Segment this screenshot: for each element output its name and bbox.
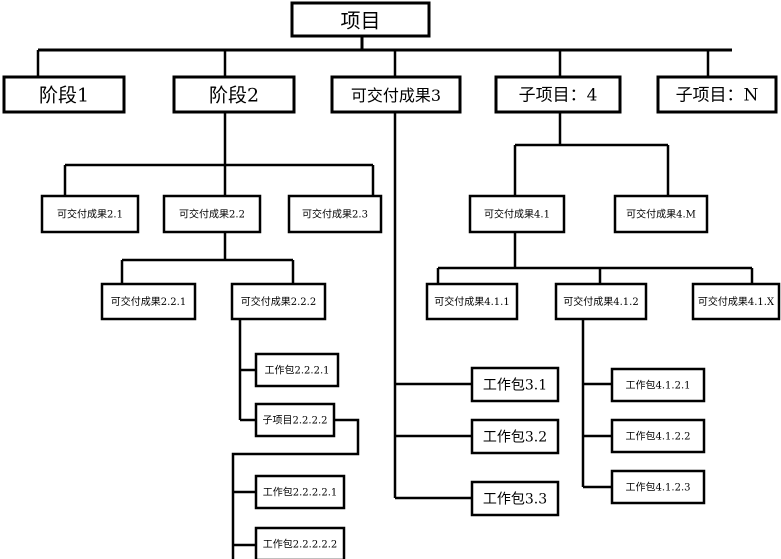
workpackage-2-2-2-2-1-label: 工作包2.2.2.2.1 <box>263 486 338 499</box>
deliverable-2-2-2-label: 可交付成果2.2.2 <box>241 295 316 308</box>
deliverable-2-1: 可交付成果2.1 <box>40 194 140 234</box>
subproject-4-box <box>494 75 622 114</box>
deliverable-4-1-1: 可交付成果4.1.1 <box>425 282 519 321</box>
deliverable-4-1-2: 可交付成果4.1.2 <box>554 282 648 321</box>
deliverable-4-1-X-label: 可交付成果4.1.X <box>698 295 775 308</box>
deliverable-2-1-label: 可交付成果2.1 <box>57 208 123 221</box>
workpackage-2-2-2-2-2-label: 工作包2.2.2.2.2 <box>263 538 338 551</box>
deliverable-2-2-box <box>162 194 262 234</box>
deliverable-2-2-label: 可交付成果2.2 <box>179 208 245 221</box>
workpackage-3-3: 工作包3.3 <box>470 480 560 517</box>
deliverable-4-M: 可交付成果4.M <box>613 194 709 234</box>
stage-1-box <box>2 75 126 114</box>
deliverable-2-3-box <box>287 194 383 234</box>
deliverable-4-M-label: 可交付成果4.M <box>626 208 696 221</box>
workpackage-4-1-2-2: 工作包4.1.2.2 <box>610 418 706 454</box>
workpackage-4-1-2-1: 工作包4.1.2.1 <box>610 367 706 403</box>
deliverable-4-1-X: 可交付成果4.1.X <box>691 282 781 321</box>
deliverable-4-1-1-label: 可交付成果4.1.1 <box>434 295 509 308</box>
workpackage-4-1-2-3: 工作包4.1.2.3 <box>610 469 706 505</box>
subproject-2-2-2-2-box <box>254 402 336 438</box>
deliverable-4-1-box <box>468 194 566 234</box>
deliverable-3-label: 可交付成果3 <box>351 86 441 105</box>
subproject-N-label: 子项目：N <box>676 86 759 106</box>
workpackage-2-2-2-1-label: 工作包2.2.2.1 <box>265 364 330 377</box>
subproject-2-2-2-2: 子项目2.2.2.2 <box>254 402 336 438</box>
deliverable-4-1-label: 可交付成果4.1 <box>484 208 550 221</box>
deliverable-2-1-box <box>40 194 140 234</box>
stage-1-label: 阶段1 <box>39 85 89 107</box>
workpackage-2-2-2-2-1: 工作包2.2.2.2.1 <box>254 474 346 510</box>
deliverable-3: 可交付成果3 <box>330 75 462 114</box>
workpackage-4-1-2-2-box <box>610 418 706 454</box>
workpackage-4-1-2-3-box <box>610 469 706 505</box>
workpackage-4-1-2-2-label: 工作包4.1.2.2 <box>626 430 691 443</box>
workpackage-3-1: 工作包3.1 <box>470 366 560 403</box>
workpackage-2-2-2-1: 工作包2.2.2.1 <box>254 352 340 388</box>
deliverable-2-2: 可交付成果2.2 <box>162 194 262 234</box>
deliverable-3-box <box>330 75 462 114</box>
deliverable-2-2-1-label: 可交付成果2.2.1 <box>111 295 186 308</box>
workpackage-2-2-2-2-1-box <box>254 474 346 510</box>
workpackage-3-3-label: 工作包3.3 <box>483 492 547 508</box>
deliverable-4-1-2-box <box>554 282 648 321</box>
workpackage-4-1-2-3-label: 工作包4.1.2.3 <box>626 481 691 494</box>
deliverable-2-2-1: 可交付成果2.2.1 <box>100 282 197 321</box>
connector-lines <box>36 36 754 559</box>
subproject-4: 子项目：4 <box>494 75 622 114</box>
deliverable-2-2-2-box <box>230 282 327 321</box>
stage-1: 阶段1 <box>2 75 126 114</box>
subproject-N: 子项目：N <box>656 75 778 114</box>
root-project-box <box>290 1 431 38</box>
subproject-4-label: 子项目：4 <box>519 86 598 106</box>
workpackage-3-3-box <box>470 480 560 517</box>
workpackage-3-2: 工作包3.2 <box>470 418 560 455</box>
subproject-2-2-2-2-label: 子项目2.2.2.2 <box>263 415 328 427</box>
workpackage-2-2-2-2-2: 工作包2.2.2.2.2 <box>254 526 346 559</box>
workpackage-3-1-box <box>470 366 560 403</box>
subproject-N-box <box>656 75 778 114</box>
workpackage-3-2-label: 工作包3.2 <box>483 430 547 446</box>
deliverable-2-3-label: 可交付成果2.3 <box>302 208 368 221</box>
deliverable-2-3: 可交付成果2.3 <box>287 194 383 234</box>
workpackage-3-1-label: 工作包3.1 <box>483 378 547 394</box>
deliverable-4-1-X-box <box>691 282 781 321</box>
workpackage-4-1-2-1-box <box>610 367 706 403</box>
deliverable-4-1-2-label: 可交付成果4.1.2 <box>563 295 638 308</box>
workpackage-3-2-box <box>470 418 560 455</box>
workpackage-2-2-2-2-2-box <box>254 526 346 559</box>
workpackage-4-1-2-1-label: 工作包4.1.2.1 <box>626 379 691 392</box>
root-project-label: 项目 <box>341 9 381 33</box>
stage-2-label: 阶段2 <box>209 85 259 107</box>
stage-2-box <box>172 75 296 114</box>
deliverable-4-M-box <box>613 194 709 234</box>
workpackage-2-2-2-1-box <box>254 352 340 388</box>
stage-2: 阶段2 <box>172 75 296 114</box>
deliverable-2-2-2: 可交付成果2.2.2 <box>230 282 327 321</box>
root-project: 项目 <box>290 1 431 38</box>
deliverable-2-2-1-box <box>100 282 197 321</box>
edge-sub-2-2-2-2-route <box>231 418 360 559</box>
deliverable-4-1: 可交付成果4.1 <box>468 194 566 234</box>
deliverable-4-1-1-box <box>425 282 519 321</box>
